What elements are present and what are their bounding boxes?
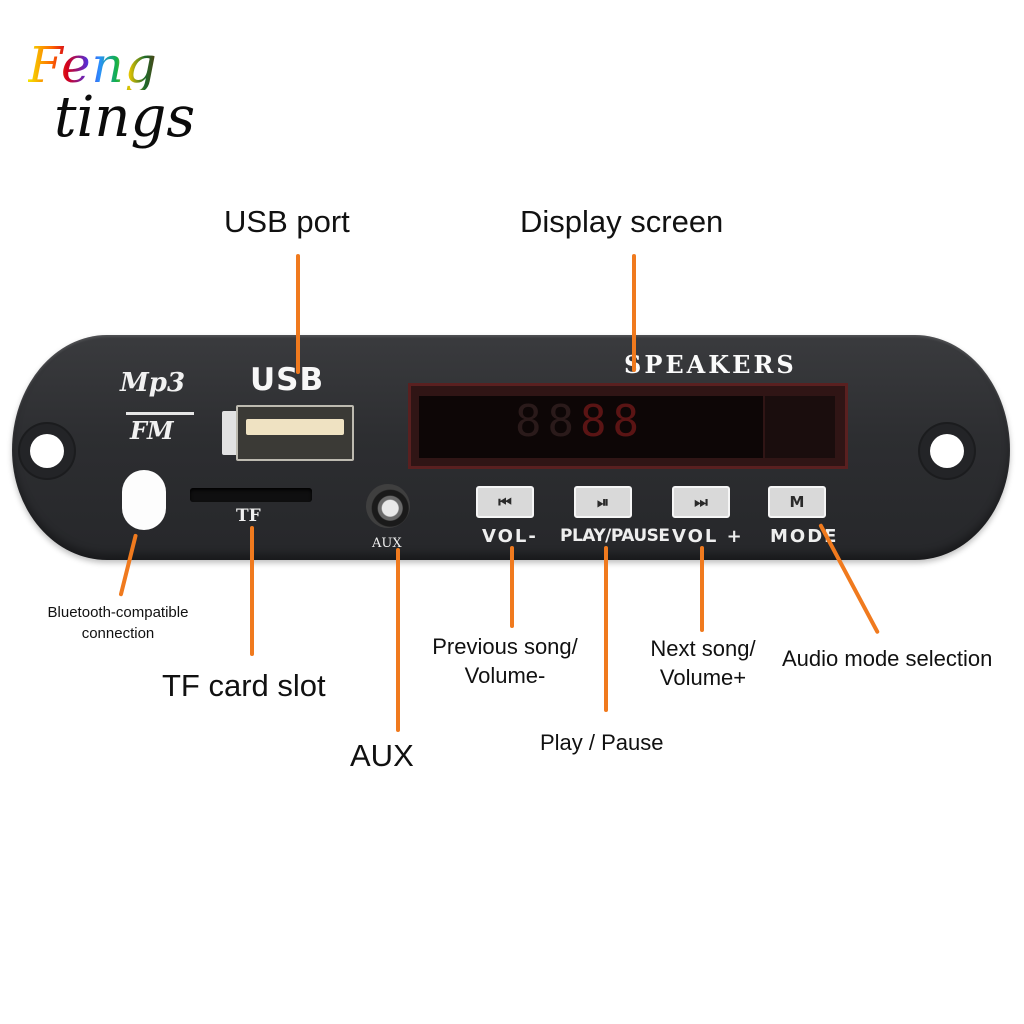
vol-minus-label: VOL- (482, 526, 538, 547)
mode-icon: M (789, 493, 805, 511)
aux-label: AUX (372, 536, 402, 551)
leader-usb-port (296, 254, 300, 374)
callout-display-screen: Display screen (520, 204, 724, 239)
play-pause-label: PLAY/PAUSE (560, 526, 670, 546)
play-pause-button[interactable]: ⏯ (574, 486, 632, 518)
aux-jack[interactable] (366, 484, 410, 528)
callout-previous-song: Previous song/ Volume- (420, 632, 590, 690)
callout-bluetooth-line1: Bluetooth-compatible (47, 604, 189, 621)
brand-logo-feng: Feng (28, 36, 158, 94)
display-digits-lit: 88 (579, 396, 645, 447)
bluetooth-window (122, 470, 166, 530)
brand-mp3-label: Mp3 (120, 368, 186, 398)
mode-label: MODE (770, 526, 839, 547)
play-pause-icon: ⏯ (596, 493, 609, 511)
callout-tf-card-slot: TF card slot (162, 668, 326, 703)
callout-aux: AUX (350, 738, 414, 773)
mount-hole-left (30, 434, 64, 468)
usb-port-clip (222, 411, 240, 455)
callout-bluetooth: Bluetooth-compatible connection (30, 602, 206, 644)
display-side-indicator (765, 396, 835, 458)
callout-play-pause: Play / Pause (540, 730, 664, 755)
leader-tf-slot (250, 526, 254, 656)
skip-forward-icon: ⏭ (694, 493, 708, 511)
usb-label: USB (250, 362, 325, 398)
callout-audio-mode: Audio mode selection (782, 646, 993, 671)
callout-previous-line1: Previous song/ (432, 634, 578, 659)
tf-card-slot[interactable] (190, 488, 312, 502)
leader-previous (510, 546, 514, 628)
next-volume-up-button[interactable]: ⏭ (672, 486, 730, 518)
lcd-area (419, 396, 763, 458)
display-digits: 8888 (515, 396, 645, 447)
callout-usb-port: USB port (224, 204, 350, 239)
leader-aux (396, 548, 400, 732)
display-screen: 8888 (408, 383, 848, 469)
vol-plus-label: VOL + (672, 526, 744, 547)
brand-logo-tings: tings (54, 85, 196, 150)
display-digits-dim: 88 (515, 396, 580, 447)
tf-label: TF (236, 506, 261, 526)
mode-button[interactable]: M (768, 486, 826, 518)
leader-next (700, 546, 704, 632)
mount-hole-right (930, 434, 964, 468)
callout-bluetooth-line2: connection (81, 625, 155, 642)
callout-previous-line2: Volume- (464, 663, 546, 688)
leader-play-pause (604, 546, 608, 712)
brand-divider (126, 412, 194, 415)
leader-display-screen (632, 254, 636, 372)
usb-port-tongue (246, 419, 344, 435)
callout-next-line1: Next song/ (650, 636, 756, 661)
callout-next-line2: Volume+ (659, 665, 747, 690)
usb-port[interactable] (222, 405, 354, 461)
previous-volume-down-button[interactable]: ⏮ (476, 486, 534, 518)
callout-next-song: Next song/ Volume+ (640, 634, 766, 692)
brand-fm-label: FM (130, 416, 174, 445)
skip-back-icon: ⏮ (498, 493, 512, 511)
speakers-label: SPEAKERS (624, 350, 797, 379)
